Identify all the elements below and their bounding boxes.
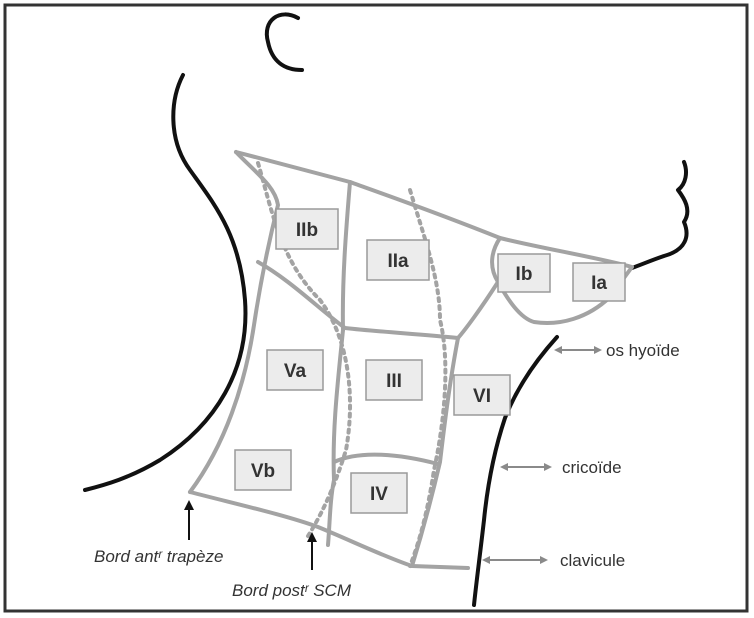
level-Ib-label: Ib [516, 264, 533, 285]
level-VI-label: VI [473, 386, 491, 407]
level-IIa-label: IIa [387, 251, 409, 272]
level-IV-label: IV [370, 484, 388, 505]
level-Va-label: Va [284, 361, 307, 382]
scm-border-label: Bord postʳ SCM [232, 581, 352, 600]
level-IIb-label: IIb [296, 220, 318, 241]
level-III-label: III [386, 371, 402, 392]
clavicle-label: clavicule [560, 551, 625, 570]
trapezius-border-label: Bord antʳ trapèze [94, 547, 223, 566]
level-Ia-label: Ia [591, 273, 607, 294]
level-Vb-label: Vb [251, 461, 275, 482]
hyoid-label: os hyoïde [606, 341, 680, 360]
image-frame [5, 5, 747, 611]
cricoid-label: cricoïde [562, 458, 622, 477]
